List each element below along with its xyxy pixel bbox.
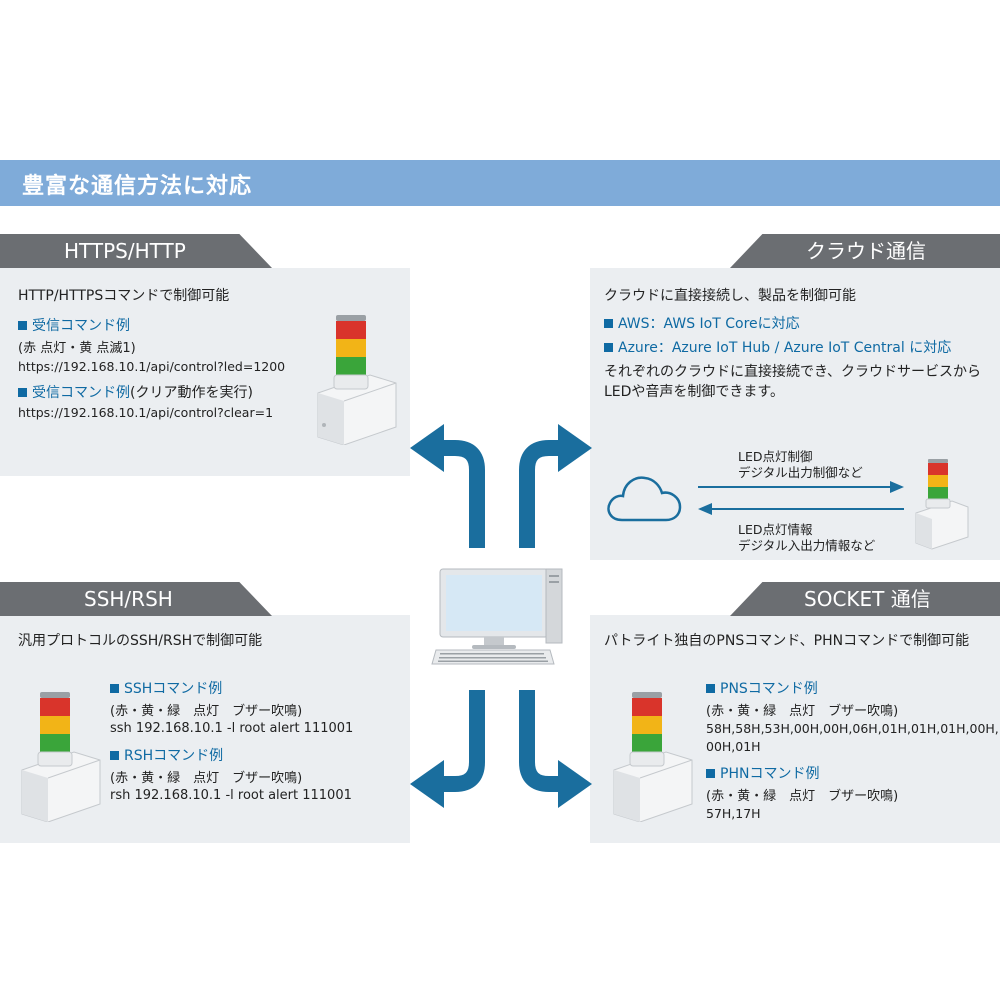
tab-ssh-label: SSH/RSH	[84, 587, 173, 611]
tab-https: HTTPS/HTTP	[0, 234, 272, 268]
tab-cloud-label: クラウド通信	[806, 239, 926, 263]
ssh-heading: SSHコマンド例	[110, 678, 222, 698]
rsh-cmd: rsh 192.168.10.1 -l root alert 111001	[110, 788, 352, 803]
tab-socket-label: SOCKET 通信	[804, 587, 931, 611]
tab-ssh: SSH/RSH	[0, 582, 272, 616]
pns-line1: 58H,58H,53H,00H,00H,06H,01H,01H,01H,00H,	[706, 721, 999, 736]
socket-lead: パトライト独自のPNSコマンド、PHNコマンドで制御可能	[604, 633, 970, 649]
computer-icon	[439, 568, 563, 649]
https-example2-heading: 受信コマンド例	[18, 385, 130, 401]
section-banner: 豊富な通信方法に対応	[0, 160, 1000, 206]
pns-line2: 00H,01H	[706, 739, 761, 754]
pns-desc: (赤・黄・緑 点灯 ブザー吹鳴)	[706, 704, 899, 719]
signal-tower-icon	[613, 692, 693, 822]
https-example2: 受信コマンド例(クリア動作を実行)	[18, 382, 253, 402]
cloud-in-line2: デジタル入出力情報など	[738, 538, 876, 553]
https-example2-suffix: (クリア動作を実行)	[130, 385, 253, 401]
cloud-icon	[607, 476, 682, 522]
ssh-cmd: ssh 192.168.10.1 -l root alert 111001	[110, 721, 354, 736]
cloud-desc-line1: それぞれのクラウドに直接接続でき、クラウドサービスから	[604, 364, 982, 380]
rsh-desc: (赤・黄・緑 点灯 ブザー吹鳴)	[110, 771, 303, 786]
ssh-desc: (赤・黄・緑 点灯 ブザー吹鳴)	[110, 704, 303, 719]
banner-title: 豊富な通信方法に対応	[22, 174, 253, 199]
phn-cmd: 57H,17H	[706, 806, 761, 821]
signal-tower-icon	[21, 692, 101, 822]
cloud-in-line1: LED点灯情報	[738, 522, 813, 537]
https-example1-heading: 受信コマンド例	[18, 315, 130, 335]
https-example1-desc: (赤 点灯・黄 点滅1)	[18, 341, 136, 356]
pns-heading: PNSコマンド例	[706, 678, 818, 698]
rsh-heading: RSHコマンド例	[110, 745, 223, 765]
cloud-desc-line2: LEDや音声を制御できます。	[604, 384, 785, 400]
phn-heading: PHNコマンド例	[706, 763, 819, 783]
tab-socket: SOCKET 通信	[730, 582, 1000, 616]
ssh-lead: 汎用プロトコルのSSH/RSHで制御可能	[18, 633, 263, 649]
signal-tower-icon	[317, 315, 397, 445]
https-example2-url: https://192.168.10.1/api/control?clear=1	[18, 405, 274, 420]
cloud-aws: AWS：AWS IoT Coreに対応	[604, 313, 800, 333]
https-example1-url: https://192.168.10.1/api/control?led=120…	[18, 359, 286, 374]
cloud-azure: Azure：Azure IoT Hub / Azure IoT Central …	[604, 337, 951, 357]
https-lead: HTTP/HTTPSコマンドで制御可能	[18, 288, 230, 304]
cloud-out-line1: LED点灯制御	[738, 449, 813, 464]
signal-tower-icon	[915, 459, 969, 550]
phn-desc: (赤・黄・緑 点灯 ブザー吹鳴)	[706, 789, 899, 804]
tab-https-label: HTTPS/HTTP	[64, 239, 186, 263]
tab-cloud: クラウド通信	[730, 234, 1000, 268]
cloud-out-line2: デジタル出力制御など	[738, 465, 863, 480]
arrow-icon	[698, 481, 904, 515]
keyboard-icon	[431, 649, 555, 665]
cloud-lead: クラウドに直接接続し、製品を制御可能	[604, 288, 856, 304]
